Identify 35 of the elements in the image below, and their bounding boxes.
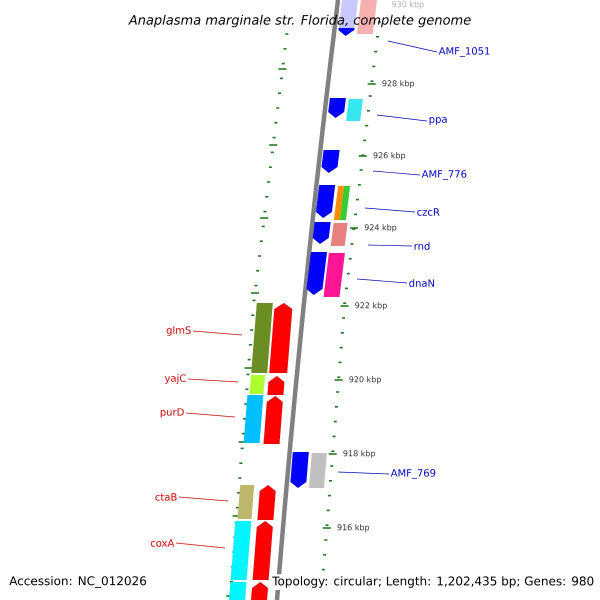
leader-line [388, 40, 438, 52]
tick-label: 918 kbp [343, 450, 376, 458]
tick-label: 920 kbp [349, 376, 381, 384]
gene-label: dnaN [409, 279, 434, 287]
leader-line [376, 114, 428, 122]
gene-label: AMF_769 [390, 469, 436, 479]
gene-label: czcR [417, 208, 440, 216]
gene-label: ppa [430, 117, 447, 125]
gene-label: coxA [150, 539, 174, 547]
gene-label: glmS [166, 326, 191, 336]
leader-line [368, 244, 412, 246]
title: Anaplasma marginale str. Florida, complete genome [128, 14, 471, 28]
gene-label: AMF_1051 [438, 47, 490, 57]
leader-line [186, 412, 236, 418]
gene-label: rnd [414, 242, 430, 250]
tick-label: 928 kbp [382, 80, 414, 88]
gene-label: ctaB [155, 493, 177, 501]
tick-label: 924 kbp [364, 224, 396, 232]
leader-line [192, 330, 242, 336]
gene-label: purD [160, 408, 184, 418]
leader-line [188, 378, 238, 382]
tick-label: 922 kbp [355, 302, 387, 310]
leader-line [372, 170, 420, 176]
leader-line [178, 496, 228, 502]
accession-text: Accession: NC_012026 [9, 576, 146, 588]
leader-line [364, 208, 416, 212]
gene-label: yajC [164, 374, 186, 384]
tick-label: 916 kbp [338, 524, 370, 532]
tick-label: 930 kbp [392, 1, 424, 9]
leader-line [176, 542, 226, 548]
leader-line [338, 472, 390, 474]
leader-line [356, 278, 408, 284]
gene-label: AMF_776 [422, 170, 466, 180]
tick-label: 926 kbp [374, 152, 406, 160]
topology-text: Topology: circular; Length: 1,202,435 bp; Genes: 980 [270, 574, 596, 590]
